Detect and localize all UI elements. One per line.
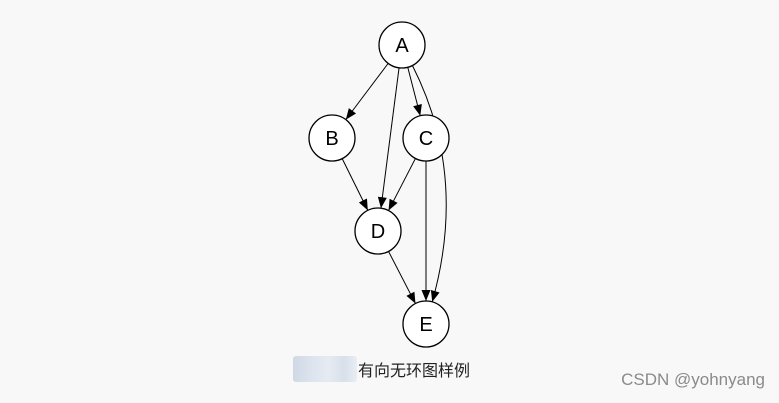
edge-a-b bbox=[345, 63, 389, 120]
node-label: D bbox=[371, 221, 385, 243]
node-label: B bbox=[325, 128, 338, 150]
node-label: C bbox=[419, 128, 433, 150]
node-b: B bbox=[308, 114, 356, 162]
edges-group bbox=[341, 63, 447, 304]
redacted-label bbox=[293, 355, 357, 382]
node-a: A bbox=[378, 21, 426, 69]
node-d: D bbox=[354, 207, 402, 255]
caption-text: 有向无环图样例 bbox=[358, 360, 471, 380]
node-circle bbox=[402, 114, 450, 162]
nodes-group: A B C D E bbox=[308, 21, 450, 348]
arrowhead-b-d bbox=[358, 198, 368, 211]
node-circle bbox=[402, 300, 450, 348]
arrowhead-a-d bbox=[377, 196, 387, 209]
node-label: A bbox=[395, 35, 409, 57]
node-circle bbox=[378, 21, 426, 69]
arrowhead-c-d bbox=[388, 198, 398, 211]
edge-a-e bbox=[411, 65, 447, 302]
node-label: E bbox=[419, 314, 432, 336]
node-e: E bbox=[402, 300, 450, 348]
arrowhead-c-e bbox=[421, 290, 431, 301]
node-circle bbox=[354, 207, 402, 255]
arrowhead-a-b bbox=[345, 108, 357, 120]
edge-a-d bbox=[380, 67, 400, 209]
arrowhead-a-c bbox=[413, 103, 422, 116]
figure-caption: 有向无环图样例 bbox=[293, 355, 470, 382]
arrowhead-d-e bbox=[406, 291, 416, 304]
csdn-watermark: CSDN @yohnyang bbox=[621, 370, 765, 389]
arrowhead-a-e bbox=[430, 290, 440, 302]
node-c: C bbox=[402, 114, 450, 162]
node-circle bbox=[308, 114, 356, 162]
